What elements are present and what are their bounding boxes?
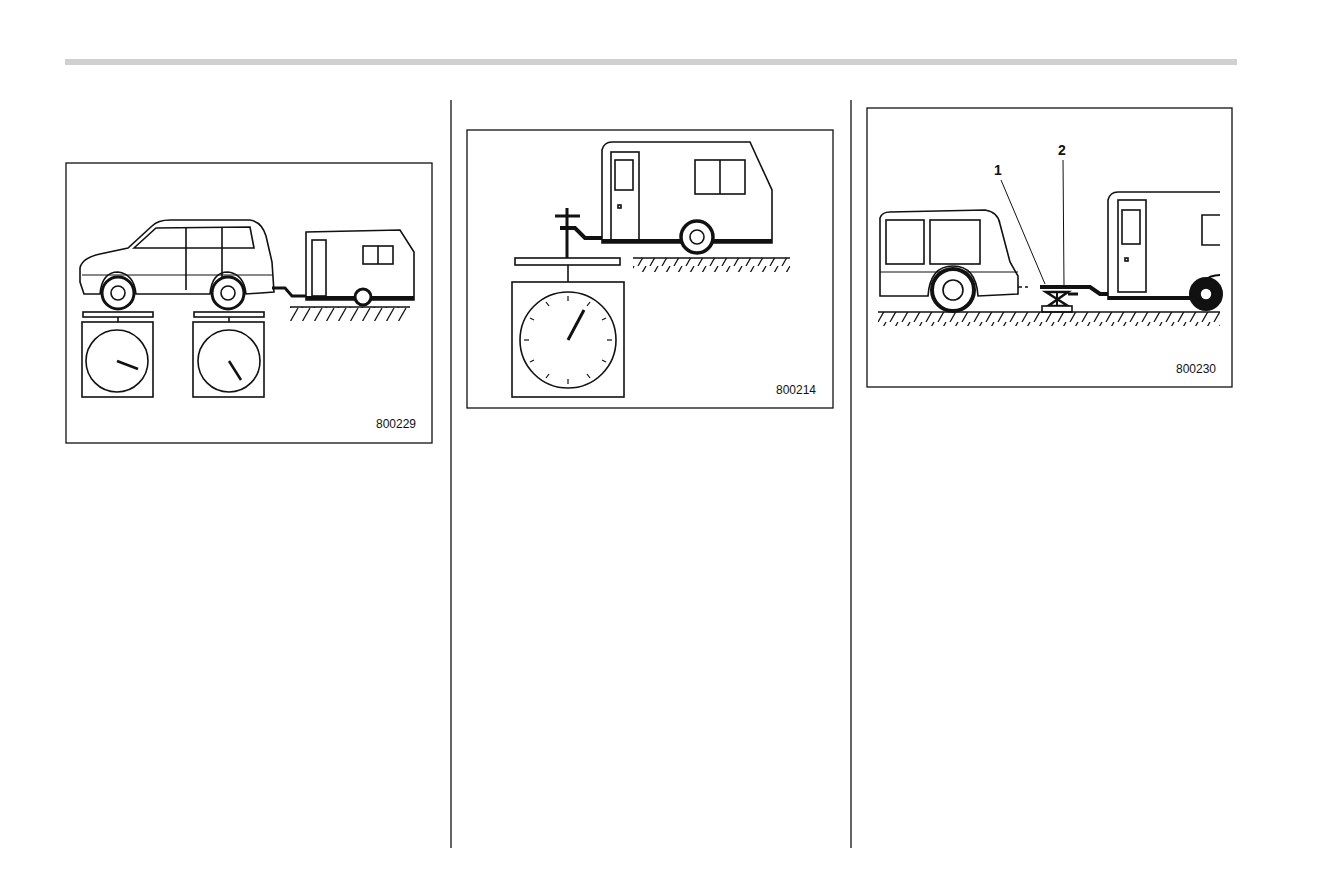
column-divider [450,100,451,848]
column-divider [850,100,851,848]
tongue-weight-figure [467,130,833,408]
vehicle-weighing-figure [66,163,432,443]
figure-number: 800230 [1176,363,1216,375]
jack-support-figure [867,108,1232,387]
callout-number: 1 [994,163,1002,177]
figure-number: 800229 [376,418,416,430]
header-rule [65,59,1237,65]
figure-number: 800214 [776,384,816,396]
callout-number: 2 [1058,143,1066,157]
